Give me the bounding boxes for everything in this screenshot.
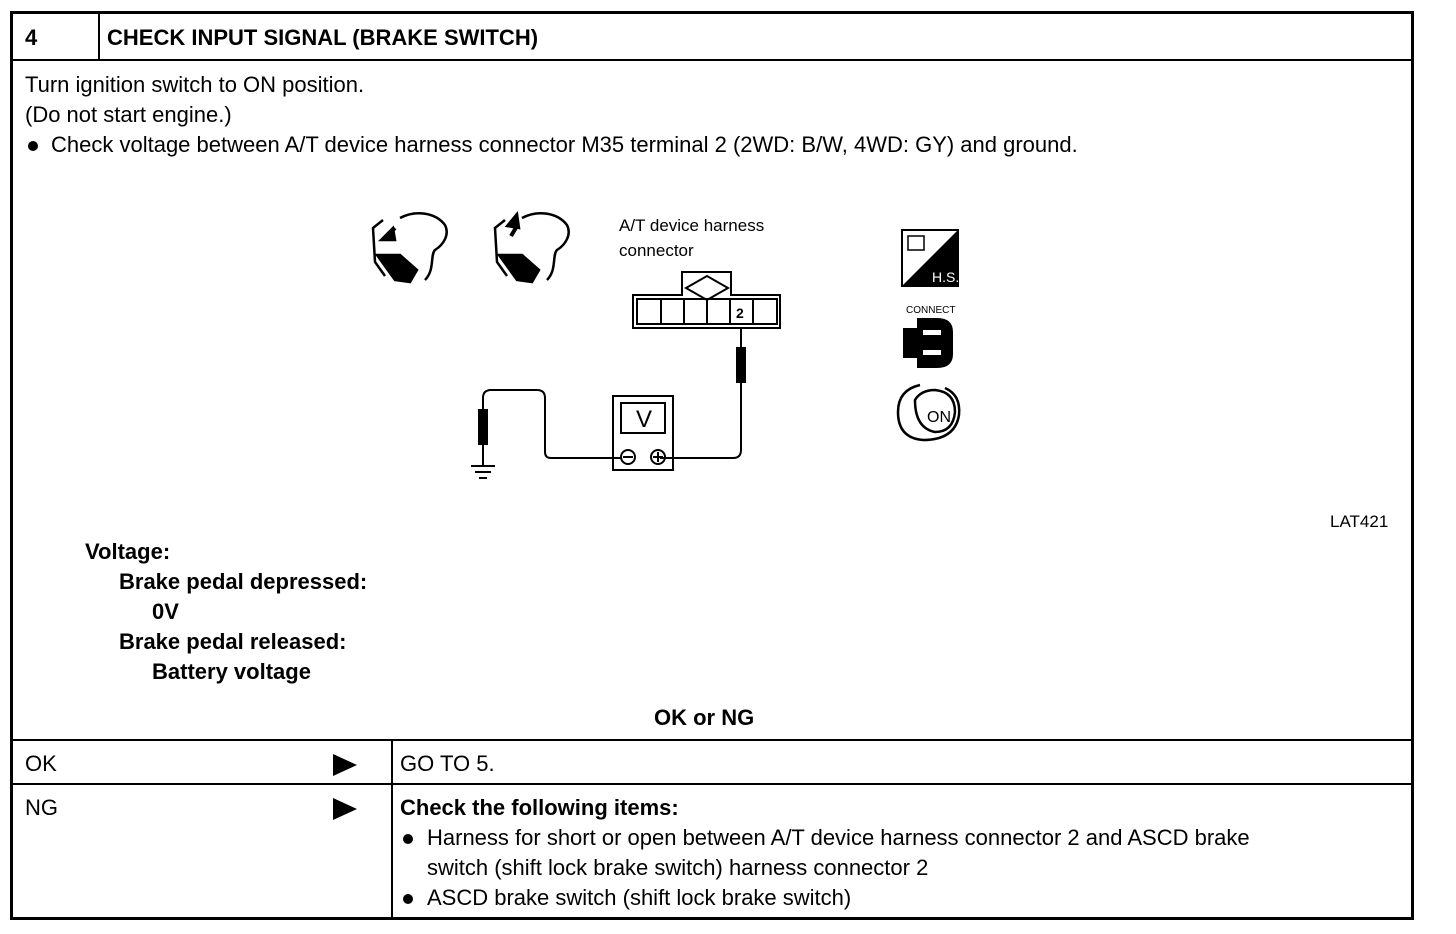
ng-item-1-line-2: switch (shift lock brake switch) harness… — [427, 855, 929, 880]
result-divider — [391, 740, 393, 920]
probe-positive — [660, 328, 746, 459]
ok-action: GO TO 5. — [400, 751, 495, 776]
ng-label: NG — [25, 795, 58, 820]
terminal-number: 2 — [736, 305, 744, 321]
hs-label: H.S. — [932, 269, 959, 285]
voltmeter — [612, 395, 674, 471]
spec-depressed-label: Brake pedal depressed: — [119, 569, 368, 594]
key-on-label: ON — [927, 409, 951, 426]
meter-symbol: V — [636, 406, 652, 433]
spec-released-value: Battery voltage — [152, 659, 311, 684]
connector-label-line-2: connector — [619, 241, 694, 260]
header-separator — [13, 59, 1411, 61]
wiring-diagram: A/T device harness connector 2 V — [371, 211, 961, 479]
bullet-icon — [28, 141, 38, 151]
instruction-line-2: (Do not start engine.) — [25, 102, 232, 127]
connect-label: CONNECT — [906, 305, 955, 316]
step-title: CHECK INPUT SIGNAL (BRAKE SWITCH) — [107, 25, 539, 50]
bullet-icon — [403, 894, 413, 904]
ng-item-1-line-1: Harness for short or open between A/T de… — [427, 825, 1250, 850]
spec-depressed-value: 0V — [152, 599, 179, 624]
figure-id: LAT421 — [1330, 512, 1389, 531]
instruction-bullet: Check voltage between A/T device harness… — [51, 132, 1078, 157]
ok-ng-separator — [13, 783, 1411, 785]
arrow-right-icon — [333, 798, 357, 820]
instruction-line-1: Turn ignition switch to ON position. — [25, 72, 365, 97]
spec-released-label: Brake pedal released: — [119, 629, 347, 654]
bullet-icon — [403, 834, 413, 844]
connect-icon — [903, 318, 953, 368]
arrow-right-icon — [333, 754, 357, 776]
probe-ground — [471, 389, 621, 479]
pedal-depressed-icon — [371, 212, 448, 284]
header-divider — [98, 14, 100, 60]
step-number: 4 — [25, 25, 38, 50]
result-separator — [13, 739, 1411, 741]
connector-label-line-1: A/T device harness — [619, 216, 764, 235]
pedal-released-icon — [493, 211, 570, 284]
hand-sensor-icon: H.S. — [901, 229, 959, 287]
ng-heading: Check the following items: — [400, 795, 679, 820]
judgement-label: OK or NG — [654, 705, 755, 730]
ok-label: OK — [25, 751, 57, 776]
spec-heading: Voltage: — [85, 539, 171, 564]
ng-item-2: ASCD brake switch (shift lock brake swit… — [427, 885, 852, 910]
procedure-table: 4 CHECK INPUT SIGNAL (BRAKE SWITCH) Turn… — [10, 11, 1414, 920]
ignition-key-icon: ON — [896, 383, 961, 442]
harness-connector — [632, 271, 781, 329]
